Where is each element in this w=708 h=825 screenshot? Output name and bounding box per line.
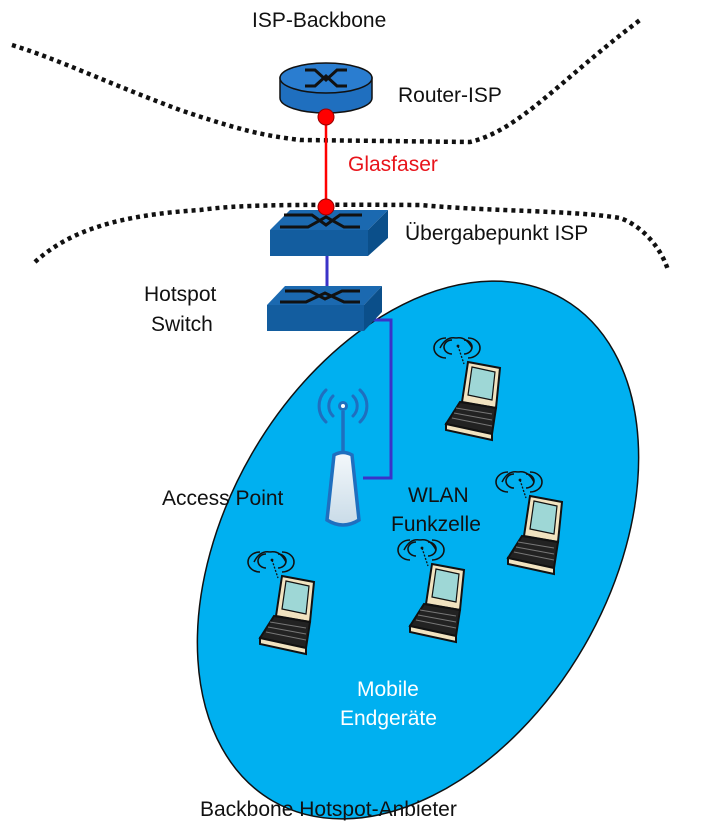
- fiber-label: Glasfaser: [348, 153, 438, 176]
- access-point-label: Access Point: [162, 487, 284, 510]
- hotspot-switch-label-line1: Hotspot: [144, 283, 217, 306]
- handover-point-label: Übergabepunkt ISP: [405, 222, 589, 245]
- hotspot-backbone-label: Backbone Hotspot-Anbieter: [200, 798, 457, 821]
- isp-backbone-boundary-upper: [11, 18, 642, 145]
- isp-backbone-label: ISP-Backbone: [252, 9, 387, 32]
- router-icon: [279, 62, 373, 114]
- router-label: Router-ISP: [398, 84, 502, 107]
- wlan-cell-label-line2: Funkzelle: [391, 513, 481, 536]
- isp-backbone-boundary-lower: [33, 202, 671, 271]
- mobile-devices-label-line1: Mobile: [357, 678, 419, 701]
- hotspot-switch-label-line2: Switch: [151, 313, 213, 336]
- mobile-devices-label-line2: Endgeräte: [340, 707, 437, 730]
- wlan-cell: [196, 280, 640, 820]
- ethernet-link-switch-to-ap: [363, 318, 393, 480]
- switch-icon-handover: [270, 210, 388, 256]
- wlan-cell-label-line1: WLAN: [408, 484, 469, 507]
- fiber-port-router: [317, 108, 335, 126]
- wireless-access-point-icon: [317, 388, 369, 527]
- fiber-port-handover: [317, 198, 335, 216]
- switch-icon-hotspot: [267, 286, 382, 331]
